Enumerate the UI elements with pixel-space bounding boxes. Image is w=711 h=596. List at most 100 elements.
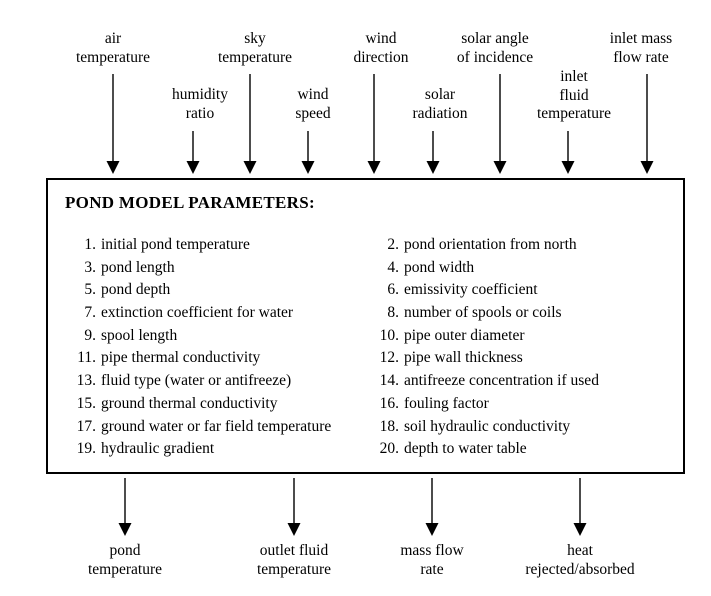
parameter-text: spool length	[101, 326, 178, 344]
output-arrow-mass-flow-rate	[425, 478, 439, 536]
parameter-text: pipe outer diameter	[404, 326, 525, 344]
parameter-column-left: 1. initial pond temperature 3. pond length 5…	[70, 234, 370, 461]
parameter-text: soil hydraulic conductivity	[404, 417, 571, 435]
output-arrow-pond-temperature	[118, 478, 132, 536]
parameter-text: fouling factor	[404, 394, 489, 412]
input-arrow-wind-direction	[367, 74, 381, 174]
input-label-line: solar	[424, 86, 456, 103]
parameter-row: 18. soil hydraulic conductivity	[373, 416, 678, 439]
input-label-line: inlet mass	[609, 30, 673, 47]
parameter-text: hydraulic gradient	[101, 440, 215, 458]
parameter-number: 17.	[76, 417, 96, 435]
pond-model-box: POND MODEL PARAMETERS: 1. initial pond te…	[46, 178, 685, 474]
input-label-line: sky	[244, 30, 266, 47]
parameter-number: 4.	[387, 258, 399, 276]
parameter-row: 3. pond length	[70, 257, 370, 280]
parameter-text: ground thermal conductivity	[101, 394, 278, 412]
parameter-text: pond width	[404, 258, 475, 276]
parameter-text: emissivity coefficient	[404, 281, 538, 299]
input-label-line: direction	[353, 48, 409, 66]
input-arrow-wind-speed	[301, 131, 315, 174]
parameter-row: 12. pipe wall thickness	[373, 347, 678, 370]
input-arrow-inlet-mass-flow-rate	[640, 74, 654, 174]
input-label-line: wind	[297, 86, 329, 103]
parameter-row: 16. fouling factor	[373, 393, 678, 416]
input-label-line: wind	[365, 30, 397, 47]
parameter-text: fluid type (water or antifreeze)	[101, 372, 292, 390]
output-label-line: mass flow	[400, 542, 464, 559]
parameter-row: 7. extinction coefficient for water	[70, 302, 370, 325]
parameter-row: 11. pipe thermal conductivity	[70, 347, 370, 370]
parameter-row: 4. pond width	[373, 257, 678, 280]
parameter-column-right: 2. pond orientation from north 4. pond widt…	[373, 234, 678, 461]
parameter-number: 1.	[84, 236, 96, 253]
parameter-text: number of spools or coils	[404, 304, 562, 322]
input-arrow-sky-temperature	[243, 74, 257, 174]
input-label-line: humidity	[172, 86, 228, 103]
input-arrow-solar-radiation	[426, 131, 440, 174]
parameter-number: 20.	[379, 440, 399, 458]
parameter-number: 12.	[379, 349, 399, 367]
output-label-line: temperature	[256, 560, 332, 578]
parameter-text: pipe wall thickness	[404, 349, 523, 367]
parameter-row: 2. pond orientation from north	[373, 234, 678, 257]
output-label-line: pond	[109, 542, 141, 559]
parameter-number: 6.	[387, 281, 399, 299]
input-label-line: speed	[295, 104, 331, 122]
parameter-number: 3.	[84, 258, 96, 276]
parameter-text: pond orientation from north	[404, 236, 577, 253]
parameter-number: 13.	[76, 372, 96, 390]
output-label-line: outlet fluid	[259, 542, 329, 559]
parameter-number: 11.	[77, 349, 96, 367]
parameter-text: pipe thermal conductivity	[101, 349, 261, 367]
output-arrow-outlet-fluid-temperature	[287, 478, 301, 536]
parameter-text: pond depth	[101, 281, 171, 299]
parameter-number: 18.	[379, 417, 399, 435]
output-label-line: rate	[420, 560, 444, 578]
parameter-row: 14.antifreeze concentration if used	[373, 370, 678, 393]
parameter-number: 14.	[379, 372, 399, 390]
parameter-row: 19. hydraulic gradient	[70, 438, 370, 461]
parameter-text: pond length	[101, 258, 175, 276]
parameter-row: 15.ground thermal conductivity	[70, 393, 370, 416]
input-label-line: air	[104, 30, 122, 47]
parameter-row: 8. number of spools or coils	[373, 302, 678, 325]
parameter-number: 8.	[387, 304, 399, 322]
parameter-text: extinction coefficient for water	[101, 304, 294, 322]
input-label-line: ratio	[185, 104, 215, 122]
input-arrow-humidity-ratio	[186, 131, 200, 174]
pond-model-box-title: POND MODEL PARAMETERS:	[65, 193, 315, 212]
input-label-line: temperature	[536, 105, 612, 122]
parameter-number: 7.	[84, 304, 96, 322]
input-label-line: inlet	[560, 68, 588, 85]
input-label-line: temperature	[75, 48, 151, 66]
parameter-row: 6. emissivity coefficient	[373, 279, 678, 302]
output-label-line: temperature	[87, 560, 163, 578]
parameter-number: 16.	[379, 394, 399, 412]
input-label-line: fluid	[559, 86, 589, 104]
input-label-line: solar angle	[461, 30, 529, 47]
input-label-line: flow rate	[613, 48, 669, 66]
parameter-text: initial pond temperature	[101, 236, 250, 253]
output-label-line: rejected/absorbed	[525, 560, 635, 578]
parameter-text: depth to water table	[404, 440, 527, 458]
parameter-number: 2.	[387, 236, 399, 253]
parameter-number: 9.	[84, 326, 96, 344]
parameter-row: 17.ground water or far field temperature	[70, 416, 370, 439]
parameter-row: 9. spool length	[70, 325, 370, 348]
input-label-line: radiation	[412, 104, 468, 122]
parameter-number: 5.	[84, 281, 96, 299]
parameter-number: 19.	[76, 440, 96, 458]
